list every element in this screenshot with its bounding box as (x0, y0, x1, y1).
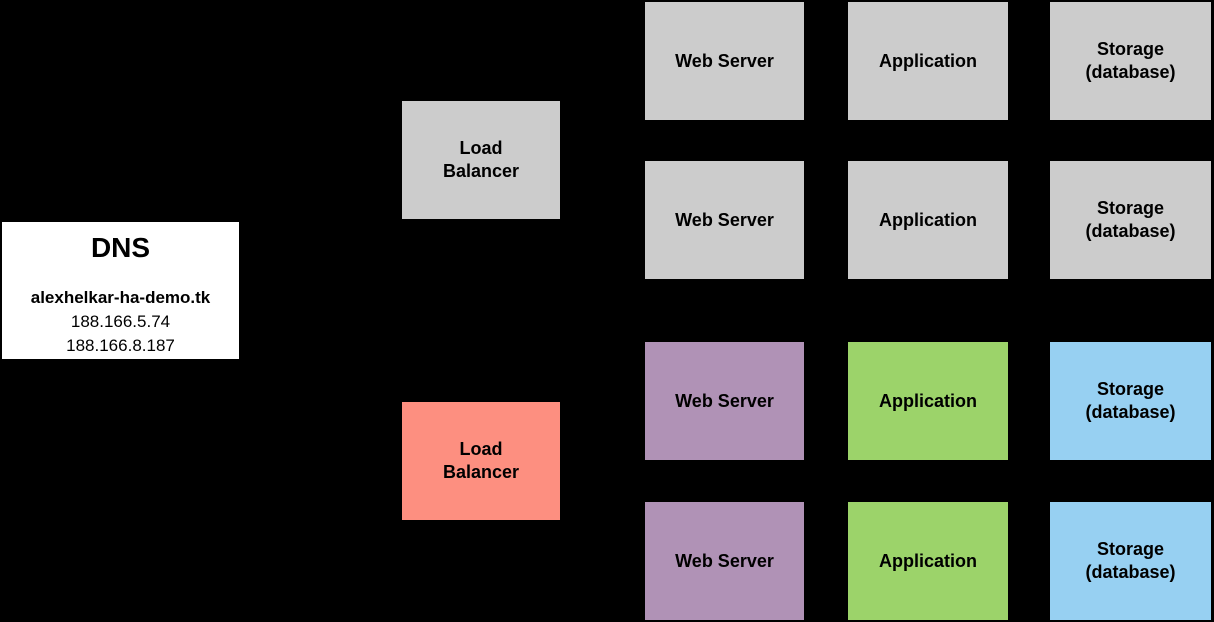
dns-ip-2: 188.166.8.187 (66, 336, 175, 355)
dns-box: DNS alexhelkar-ha-demo.tk 188.166.5.74 1… (2, 222, 239, 359)
application-box-2: Application (848, 161, 1008, 279)
web-server-label: Web Server (675, 209, 774, 230)
application-box-3: Application (848, 342, 1008, 460)
web-server-box-1: Web Server (645, 2, 804, 120)
storage-label: Storage (database) (1085, 39, 1176, 82)
web-server-box-4: Web Server (645, 502, 804, 620)
application-box-1: Application (848, 2, 1008, 120)
load-balancer-bottom-label: Load Balancer (442, 439, 520, 482)
storage-box-4: Storage (database) (1050, 502, 1211, 620)
web-server-box-3: Web Server (645, 342, 804, 460)
web-server-label: Web Server (675, 550, 774, 571)
storage-label: Storage (database) (1085, 539, 1176, 582)
load-balancer-top-box: Load Balancer (402, 101, 560, 219)
storage-box-3: Storage (database) (1050, 342, 1211, 460)
storage-label: Storage (database) (1085, 198, 1176, 241)
application-box-4: Application (848, 502, 1008, 620)
load-balancer-bottom-box: Load Balancer (402, 402, 560, 520)
application-label: Application (879, 50, 977, 71)
storage-box-2: Storage (database) (1050, 161, 1211, 279)
load-balancer-top-label: Load Balancer (442, 138, 520, 181)
dns-title: DNS (90, 232, 151, 263)
storage-box-1: Storage (database) (1050, 2, 1211, 120)
dns-ip-1: 188.166.5.74 (70, 312, 171, 331)
application-label: Application (879, 390, 977, 411)
dns-details: alexhelkar-ha-demo.tk 188.166.5.74 188.1… (2, 286, 239, 358)
web-server-label: Web Server (675, 50, 774, 71)
application-label: Application (879, 209, 977, 230)
web-server-box-2: Web Server (645, 161, 804, 279)
storage-label: Storage (database) (1085, 379, 1176, 422)
dns-domain: alexhelkar-ha-demo.tk (30, 288, 211, 307)
application-label: Application (879, 550, 977, 571)
web-server-label: Web Server (675, 390, 774, 411)
